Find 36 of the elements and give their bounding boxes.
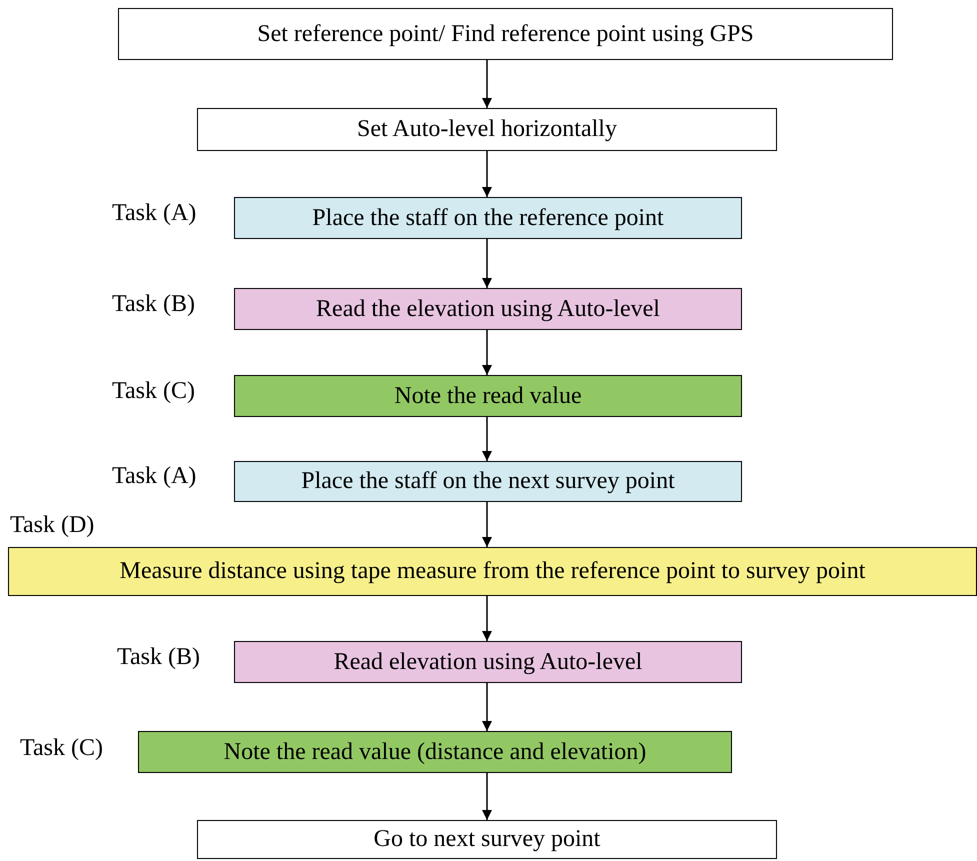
step-text: Set Auto-level horizontally [357, 116, 617, 143]
step-text: Place the staff on the reference point [312, 204, 664, 232]
process-box [234, 197, 742, 239]
process-box [138, 731, 732, 773]
process-box [234, 641, 742, 683]
arrow [482, 60, 492, 108]
process-box [234, 288, 742, 330]
process-box [197, 108, 777, 151]
task-label: Task (B) [117, 644, 200, 671]
task-label: Task (D) [10, 512, 94, 539]
task-label: Task (A) [112, 463, 196, 490]
arrow [482, 502, 492, 547]
step-text: Measure distance using tape measure from the reference point to survey point [120, 558, 866, 585]
step-text: Read the elevation using Auto-level [316, 296, 660, 322]
process-box [8, 547, 977, 596]
process-box [234, 375, 742, 417]
step-text: Go to next survey point [374, 826, 600, 853]
step-text: Read elevation using Auto-level [334, 648, 642, 676]
process-box [118, 8, 893, 60]
process-box [234, 461, 742, 502]
step-text: Place the staff on the next survey point [301, 468, 675, 495]
step-text: Note the read value (distance and elevation) [224, 738, 646, 766]
task-label: Task (A) [112, 200, 196, 227]
arrow [482, 773, 492, 820]
arrow [482, 239, 492, 288]
process-box [197, 820, 777, 859]
arrow [482, 151, 492, 197]
arrow [482, 596, 492, 641]
arrow [482, 417, 492, 461]
arrow [482, 330, 492, 375]
task-label: Task (C) [112, 378, 195, 405]
step-text: Note the read value [394, 382, 582, 410]
step-text: Set reference point/ Find reference point using GPS [257, 20, 754, 48]
task-label: Task (B) [112, 291, 195, 318]
task-label: Task (C) [20, 735, 103, 762]
arrow [482, 683, 492, 731]
